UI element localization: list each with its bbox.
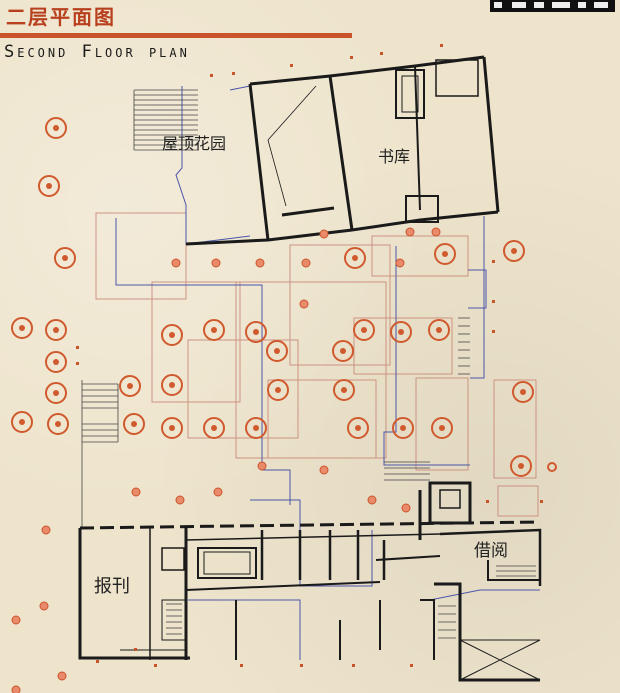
- room-label-book-stacks: 书库: [378, 147, 411, 166]
- page-title: 二层平面图: [6, 5, 116, 29]
- blue-outline: [115, 85, 540, 660]
- shrubs: [11, 227, 441, 693]
- brand-logo: [490, 0, 615, 12]
- roof-garden-steps: [133, 89, 198, 151]
- bottom-stairs: [166, 565, 536, 639]
- tree-centers: [19, 125, 526, 469]
- room-label-roof-garden: 屋顶花园: [162, 134, 227, 153]
- column-markers: [76, 44, 543, 667]
- room-label-lending: 借阅: [474, 541, 508, 561]
- trees: [11, 117, 557, 477]
- plan-subtitle: Second Floor plan: [4, 42, 190, 62]
- overlay-grid: [95, 212, 539, 517]
- bottom-building: [78, 481, 542, 682]
- left-stairs: [81, 380, 119, 528]
- title-underline: [0, 33, 352, 38]
- book-stack-building: [185, 55, 500, 246]
- right-stairs: [384, 317, 470, 481]
- room-label-periodicals: 报刊: [94, 576, 130, 597]
